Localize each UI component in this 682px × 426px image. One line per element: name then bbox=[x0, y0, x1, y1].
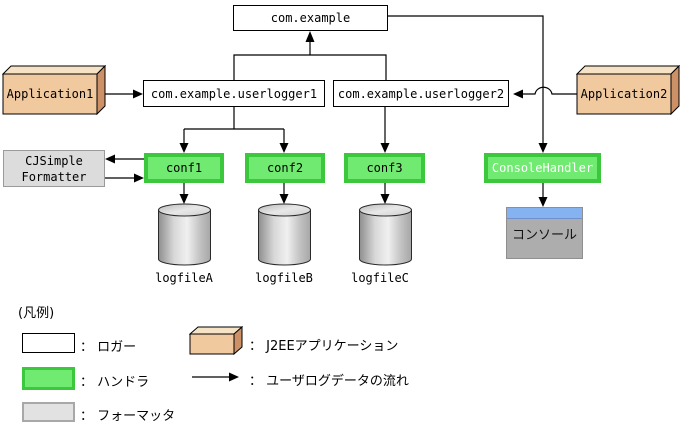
userlogger1-label: com.example.userlogger1 bbox=[150, 86, 318, 101]
userlogger2-to-conf3-arrow bbox=[380, 107, 390, 153]
conf2-label: conf2 bbox=[266, 161, 304, 175]
legend-3d-box-icon bbox=[188, 325, 244, 356]
console-screen-bar bbox=[507, 208, 582, 219]
root-logger-node: com.example bbox=[233, 5, 388, 31]
consolehandler-node: ConsoleHandler bbox=[484, 153, 601, 183]
logfilec-label: logfileC bbox=[351, 271, 409, 285]
legend-title: (凡例) bbox=[18, 306, 55, 321]
logfilea-label: logfileA bbox=[155, 271, 213, 285]
legend-handler-label: ： ハンドラ bbox=[80, 375, 150, 390]
application1-label: Application1 bbox=[6, 87, 94, 101]
console-label: コンソール bbox=[512, 228, 578, 243]
legend-j2ee-swatch bbox=[188, 325, 244, 356]
logfilec-cylinder-icon bbox=[359, 203, 412, 266]
legend-flow-arrow bbox=[192, 372, 239, 382]
legend-flow-label: ： ユーザログデータの流れ bbox=[249, 374, 409, 389]
legend-formatter-label: ： フォーマッタ bbox=[80, 409, 176, 424]
logfileb-label: logfileB bbox=[255, 271, 313, 285]
conf1-to-logfilea-arrow bbox=[179, 183, 189, 204]
consolehandler-label: ConsoleHandler bbox=[491, 161, 594, 175]
application2-label: Application2 bbox=[580, 87, 668, 101]
app1-to-userlogger1-arrow bbox=[105, 89, 143, 99]
userlogger2-node: com.example.userlogger2 bbox=[333, 80, 509, 107]
conf3-handler-node: conf3 bbox=[344, 153, 425, 183]
legend-j2ee-label: ： J2EEアプリケーション bbox=[249, 339, 399, 354]
consolehandler-to-console-arrow bbox=[538, 183, 548, 207]
userlogger1-to-handlers-connector bbox=[179, 107, 289, 153]
conf1-handler-node: conf1 bbox=[144, 153, 224, 183]
logfileb-cylinder-icon bbox=[258, 203, 311, 266]
conf3-to-logfilec-arrow bbox=[380, 183, 390, 204]
root-to-consolehandler-connector bbox=[388, 15, 548, 153]
conf2-to-logfileb-arrow bbox=[279, 183, 289, 204]
legend-formatter-swatch bbox=[22, 402, 75, 422]
userloggers-to-root-connector bbox=[233, 31, 387, 80]
root-logger-label: com.example bbox=[270, 11, 351, 25]
conf3-label: conf3 bbox=[366, 161, 403, 175]
app2-to-userlogger2-arrow bbox=[513, 86, 577, 99]
conf2-handler-node: conf2 bbox=[245, 153, 325, 183]
formatter-to-conf1-arrow bbox=[105, 173, 144, 183]
application1-3d-box-icon bbox=[1, 64, 107, 116]
application2-node: Application2 bbox=[575, 64, 681, 116]
formatter-label-line2: Formatter bbox=[21, 169, 87, 184]
formatter-label-line1: CJSimple bbox=[25, 153, 83, 168]
userlogger1-node: com.example.userlogger1 bbox=[143, 80, 325, 107]
logfilea-cylinder-icon bbox=[158, 203, 211, 266]
conf1-label: conf1 bbox=[165, 161, 203, 175]
userlogger2-label: com.example.userlogger2 bbox=[337, 86, 505, 101]
conf1-to-formatter-arrow bbox=[105, 154, 144, 164]
console-node: コンソール bbox=[506, 207, 583, 259]
legend-logger-swatch bbox=[22, 333, 75, 353]
formatter-node: CJSimple Formatter bbox=[3, 150, 105, 187]
legend-handler-swatch bbox=[22, 367, 75, 390]
application1-node: Application1 bbox=[1, 64, 107, 116]
application2-3d-box-icon bbox=[575, 64, 681, 116]
legend-logger-label: ： ロガー bbox=[80, 340, 137, 355]
